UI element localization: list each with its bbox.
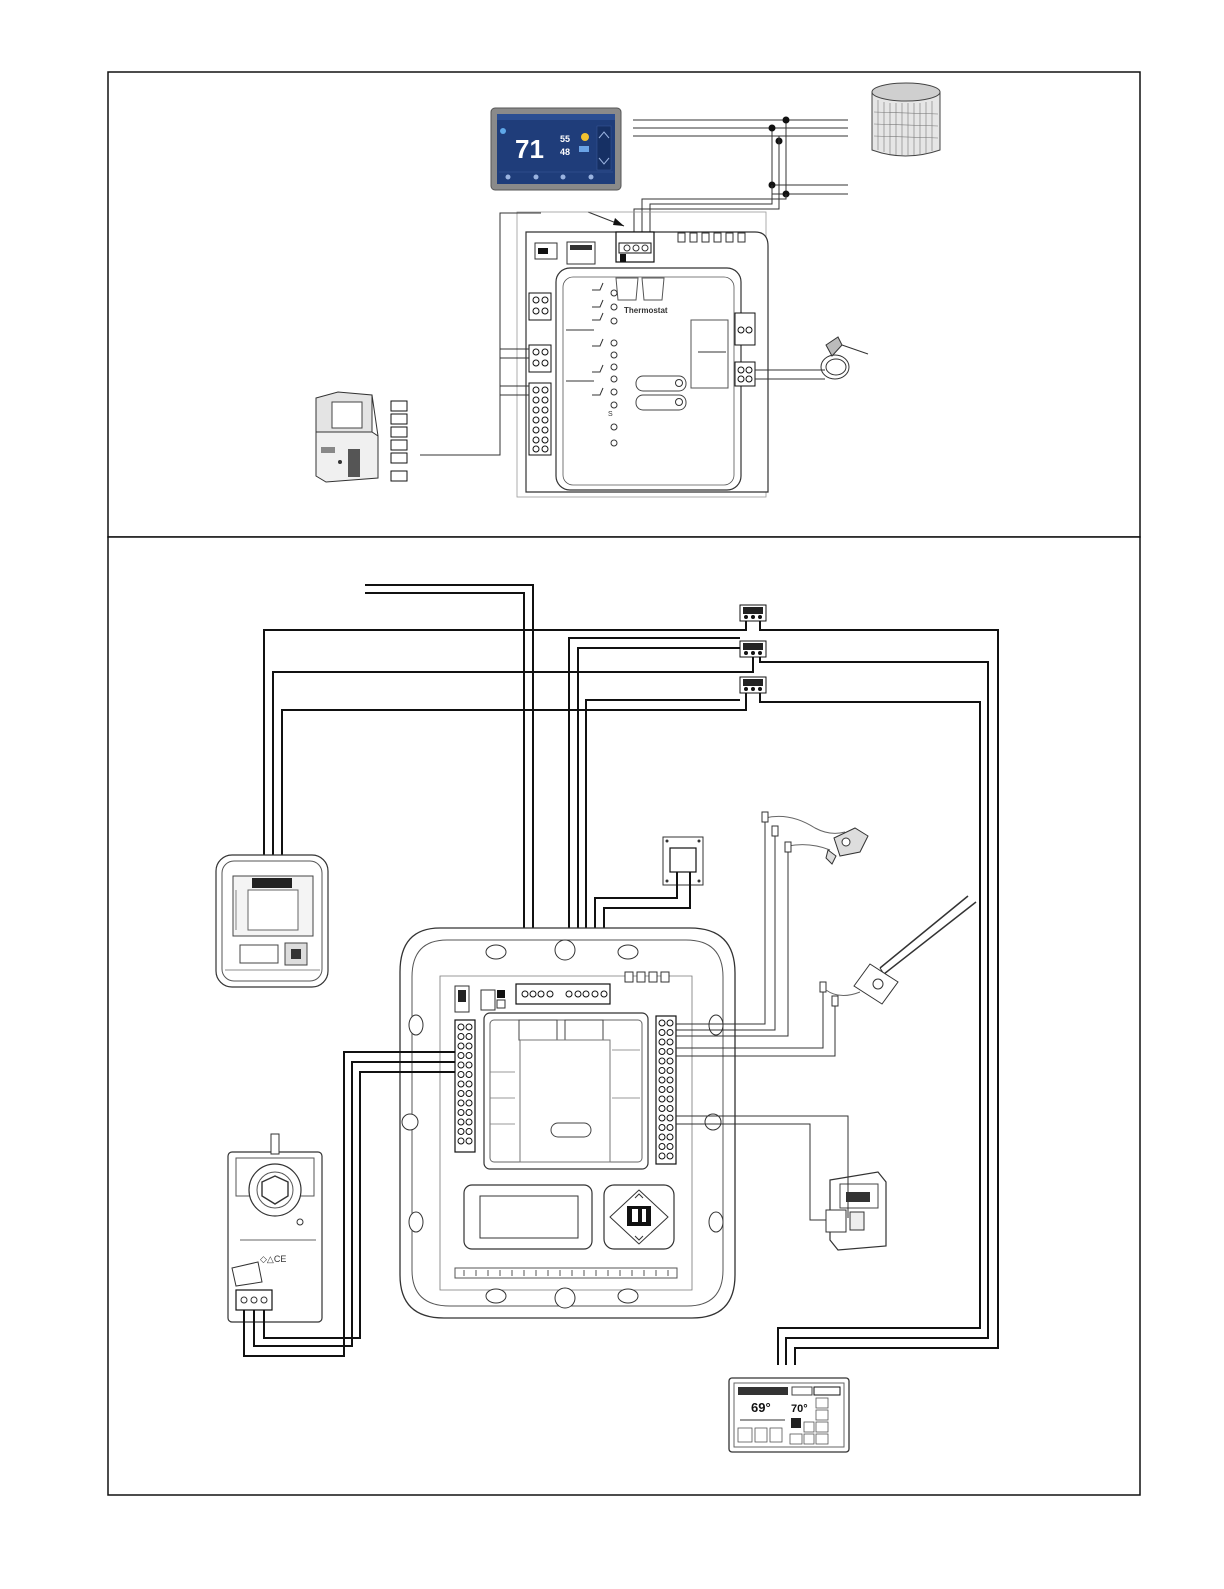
terminal-screw <box>659 1106 665 1112</box>
terminal-screw <box>659 1020 665 1026</box>
terminal-screw <box>466 1119 472 1125</box>
thermostat-outdoor-low: 48 <box>560 147 570 157</box>
thermostat-outdoor-high: 55 <box>560 134 570 144</box>
terminal-screw <box>466 1024 472 1030</box>
terminal-screw <box>466 1081 472 1087</box>
terminal-screw <box>458 1138 464 1144</box>
air-handler-icon <box>316 392 378 482</box>
terminal-screw <box>667 1134 673 1140</box>
terminal-screw <box>466 1072 472 1078</box>
terminal-screw <box>458 1024 464 1030</box>
terminal-screw <box>667 1068 673 1074</box>
terminal-screw <box>458 1119 464 1125</box>
terminal-screw <box>458 1100 464 1106</box>
terminal-screw <box>667 1115 673 1121</box>
humidity-icon <box>579 146 589 152</box>
main-control-board <box>400 928 735 1318</box>
terminal-screw <box>659 1058 665 1064</box>
sun-icon <box>581 133 589 141</box>
terminal-screw <box>458 1062 464 1068</box>
terminal-screw <box>659 1077 665 1083</box>
terminal-screw <box>659 1096 665 1102</box>
terminal-screw <box>458 1110 464 1116</box>
terminal-screw <box>458 1053 464 1059</box>
wireless-stat-temperature: 69° <box>751 1400 771 1415</box>
terminal-screw <box>466 1091 472 1097</box>
panel-brand-label: Thermostat <box>624 306 668 315</box>
terminal-screw <box>667 1077 673 1083</box>
terminal-screw <box>466 1129 472 1135</box>
wireless-thermostat-icon: 69° 70° <box>729 1378 849 1452</box>
terminal-screw <box>659 1068 665 1074</box>
terminal-screw <box>659 1134 665 1140</box>
condenser-unit-icon <box>872 83 940 156</box>
terminal-screw <box>458 1034 464 1040</box>
terminal-block-2 <box>740 641 766 657</box>
terminal-screw <box>667 1039 673 1045</box>
svg-text:S: S <box>608 411 613 418</box>
terminal-screw <box>466 1110 472 1116</box>
terminal-block-1 <box>740 605 766 621</box>
terminal-screw <box>667 1106 673 1112</box>
thermostat-temperature: 71 <box>515 134 544 164</box>
top-control-panel: Thermostat S <box>517 212 768 497</box>
terminal-screw <box>667 1049 673 1055</box>
terminal-screw <box>667 1030 673 1036</box>
terminal-screw <box>667 1096 673 1102</box>
terminal-screw <box>466 1043 472 1049</box>
terminal-screw <box>458 1081 464 1087</box>
terminal-screw <box>466 1138 472 1144</box>
terminal-screw <box>466 1100 472 1106</box>
terminal-screw <box>458 1072 464 1078</box>
smart-thermostat: 71 55 48 <box>491 108 621 190</box>
terminal-screw <box>667 1144 673 1150</box>
terminal-screw <box>667 1058 673 1064</box>
terminal-screw <box>458 1091 464 1097</box>
terminal-screw <box>659 1153 665 1159</box>
terminal-screw <box>659 1087 665 1093</box>
terminal-screw <box>659 1049 665 1055</box>
terminal-screw <box>466 1062 472 1068</box>
terminal-screw <box>659 1125 665 1131</box>
terminal-screw <box>667 1020 673 1026</box>
svg-text:◇△CE: ◇△CE <box>260 1254 286 1264</box>
terminal-screw <box>458 1129 464 1135</box>
terminal-screw <box>667 1125 673 1131</box>
terminal-screw <box>466 1034 472 1040</box>
terminal-screw <box>458 1043 464 1049</box>
terminal-screw <box>667 1087 673 1093</box>
terminal-screw <box>659 1039 665 1045</box>
terminal-block-3 <box>740 677 766 693</box>
terminal-screw <box>659 1144 665 1150</box>
zone-panel-icon <box>216 855 328 987</box>
terminal-screw <box>667 1153 673 1159</box>
terminal-screw <box>659 1115 665 1121</box>
wireless-stat-setpoint: 70° <box>791 1403 808 1415</box>
terminal-screw <box>466 1053 472 1059</box>
terminal-screw <box>659 1030 665 1036</box>
